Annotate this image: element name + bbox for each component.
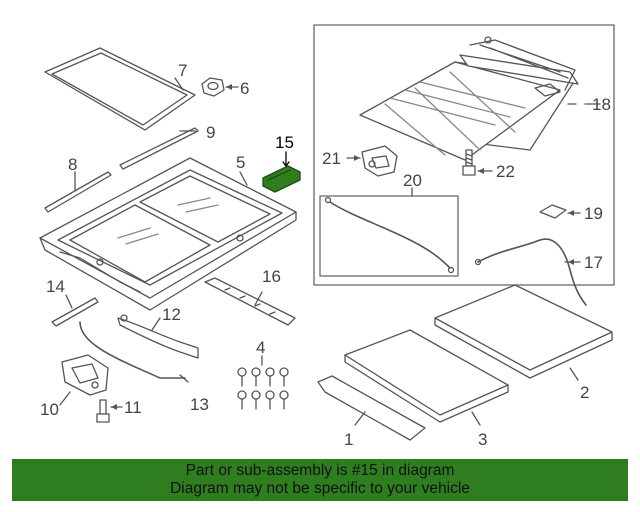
callout-20: 20 [403, 171, 422, 190]
leader-3 [471, 411, 481, 426]
part-2-glass-panel [434, 284, 613, 379]
part-8-weatherstrip [44, 171, 112, 213]
part-7-glass-panel [44, 47, 196, 131]
part-6-nut [201, 77, 225, 97]
leader-5 [239, 171, 248, 186]
callout-6: 6 [240, 79, 249, 98]
part-12-drain-tube [117, 314, 199, 359]
callout-1: 1 [344, 430, 353, 449]
part-15-body [262, 165, 301, 193]
leader-14 [65, 294, 73, 309]
leader-16 [254, 291, 263, 306]
leader-10 [59, 391, 71, 406]
part-11-bolt [96, 399, 110, 423]
part-13-drain-hose [79, 321, 186, 379]
callout-3: 3 [478, 430, 487, 449]
callout-7: 7 [178, 61, 187, 80]
callout-9: 9 [206, 123, 215, 142]
part-10-drive-motor [61, 354, 109, 396]
part-4-bolt-kit [233, 364, 291, 414]
callout-14: 14 [46, 277, 65, 296]
callout-19: 19 [584, 204, 603, 223]
callout-12: 12 [162, 305, 181, 324]
part-22-bolt [462, 149, 476, 176]
part-21-drive-motor [361, 145, 398, 177]
leader-7 [174, 77, 184, 91]
part-20-inset-box [319, 195, 459, 277]
callout-2: 2 [580, 383, 589, 402]
callout-15: 15 [275, 133, 294, 152]
callout-21: 21 [322, 149, 341, 168]
callout-22: 22 [496, 162, 515, 181]
part-3-glass-panel [344, 329, 509, 423]
part-1-wind-deflector [317, 375, 426, 441]
part-20-cable [324, 196, 455, 274]
callout-8: 8 [68, 155, 77, 174]
banner-line-2: Diagram may not be specific to your vehi… [170, 480, 470, 497]
banner-line-1: Part or sub-assembly is #15 in diagram [185, 462, 455, 479]
callout-5: 5 [236, 153, 245, 172]
highlight-banner: Part or sub-assembly is #15 in diagram D… [12, 459, 628, 501]
part-15-highlighted [262, 151, 301, 193]
part-18-sunshade [359, 36, 579, 161]
leader-1 [354, 411, 366, 426]
callout-18: 18 [592, 95, 611, 114]
part-14-drain-strip [51, 297, 99, 327]
sunshade-inset-box [313, 24, 615, 286]
leader-12 [151, 317, 161, 331]
callout-16: 16 [262, 267, 281, 286]
callout-11: 11 [124, 398, 142, 417]
part-5-sunroof-frame [39, 157, 297, 311]
callout-17: 17 [584, 253, 603, 272]
part-19-clip [539, 204, 567, 219]
leader-13 [179, 374, 189, 383]
callout-labels: 1 2 3 4 5 6 7 8 9 10 11 12 13 14 15 16 1… [40, 61, 611, 449]
part-17-drain-hose [474, 238, 587, 306]
callout-13: 13 [190, 395, 209, 414]
callout-4: 4 [256, 338, 265, 357]
parts-diagram: 1 2 3 4 5 6 7 8 9 10 11 12 13 14 15 16 1… [39, 24, 615, 449]
part-16-bracket [204, 277, 296, 326]
leader-2 [569, 367, 579, 381]
part-9-weatherstrip [119, 127, 199, 170]
callout-10: 10 [40, 400, 59, 419]
